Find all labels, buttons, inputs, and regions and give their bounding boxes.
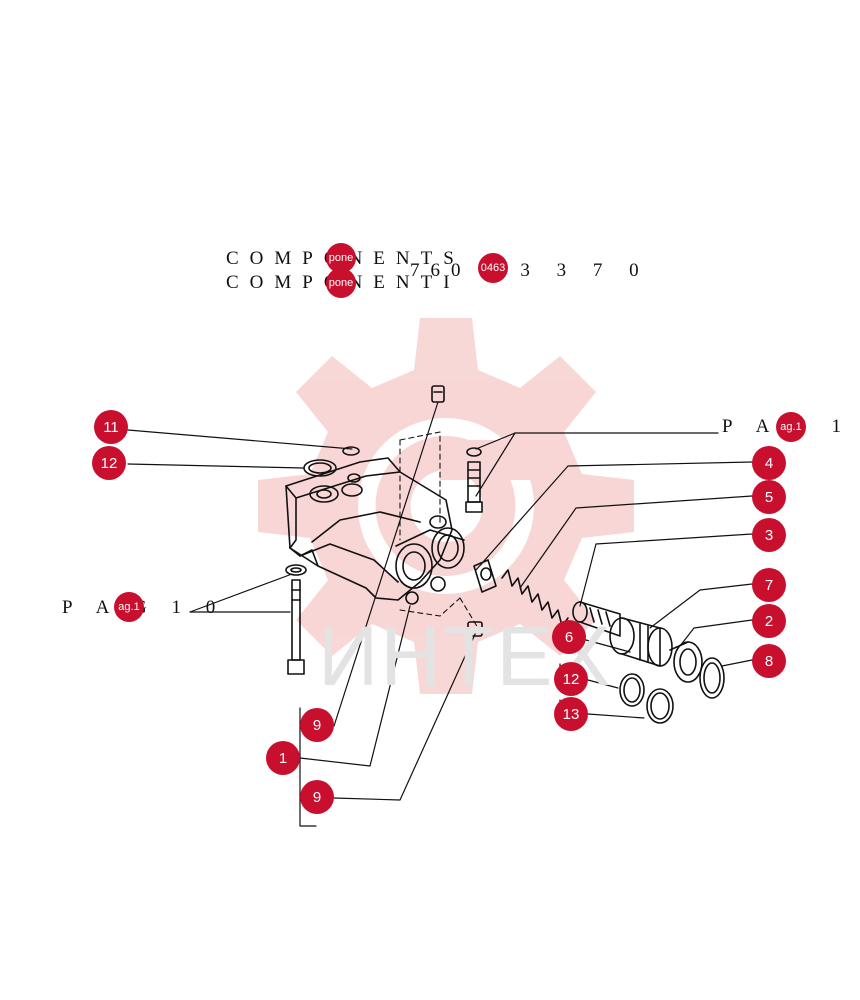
badge-components-2[interactable]: pone [326,268,356,298]
callout-9-top[interactable]: 9 [300,708,334,742]
callout-12-top[interactable]: 12 [92,446,126,480]
callout-11[interactable]: 11 [94,410,128,444]
header-part-number: 760 · 3 3 7 0 [410,260,650,281]
callout-7[interactable]: 7 [752,568,786,602]
assembly-guide-lines [399,431,479,629]
plug-bottom [467,621,483,637]
snap-ring [699,657,725,699]
callout-1[interactable]: 1 [266,741,300,775]
spring [501,569,569,627]
callout-9-bottom[interactable]: 9 [300,780,334,814]
callout-5[interactable]: 5 [752,480,786,514]
callout-13[interactable]: 13 [554,697,588,731]
bolt-top-right [465,447,483,513]
callout-12-bottom[interactable]: 12 [554,662,588,696]
badge-page-ref-left[interactable]: ag.1 [114,592,144,622]
gear-logo-watermark [258,318,634,694]
seal-rings [619,673,674,724]
badge-part-number[interactable]: 0463 [478,253,508,283]
callout-6[interactable]: 6 [552,620,586,654]
badge-page-ref-top-right[interactable]: ag.1 [776,412,806,442]
o-ring-small [342,446,360,456]
bolt-left [285,564,307,675]
callout-4[interactable]: 4 [752,446,786,480]
leader-lines [127,401,753,827]
piston [609,617,673,667]
callout-8[interactable]: 8 [752,644,786,678]
callout-2[interactable]: 2 [752,604,786,638]
o-ring-large [303,459,337,477]
callout-3[interactable]: 3 [752,518,786,552]
end-cap [669,641,703,683]
spool [572,601,621,637]
